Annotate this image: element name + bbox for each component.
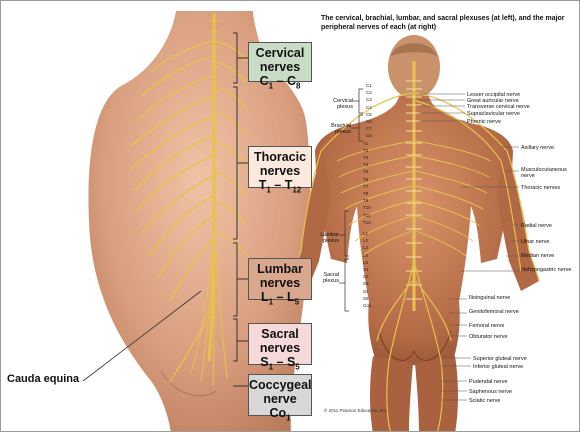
segment-label: C3	[366, 97, 372, 103]
segment-label: T2	[363, 147, 369, 153]
nerve-label: Radial nerve	[521, 223, 552, 229]
segment-label: S3	[363, 281, 369, 287]
region-coccygeal-name: Coccygeal	[249, 378, 312, 392]
nerve-label: Femoral nerve	[469, 323, 505, 329]
region-sacral-line2: nerves	[259, 341, 301, 355]
segment-label: C7	[366, 126, 372, 132]
region-coccygeal-range: Co1	[269, 406, 291, 423]
segment-label: T8	[363, 191, 369, 196]
region-thoracic-range: T1 – T12	[258, 178, 302, 195]
copyright-text: © 2011 Pearson Education, Inc.	[324, 408, 388, 413]
region-lumbar-range: L1 – L5	[260, 290, 300, 307]
plexus-label-brachial: Brachial plexus	[331, 123, 351, 135]
region-sacral-name: Sacral	[261, 327, 299, 341]
segment-label: C2	[366, 90, 372, 96]
nerve-label: Sciatic nerve	[469, 398, 501, 404]
nerve-label: Inferior gluteal nerve	[473, 364, 524, 370]
region-lumbar-line2: nerves	[259, 276, 301, 290]
nerve-label: Phrenic nerve	[467, 119, 501, 125]
nerve-label: Musculocutaneous nerve	[521, 167, 567, 179]
region-thoracic: Thoracic nerves T1 – T12	[248, 146, 312, 195]
segment-label: L3	[363, 245, 369, 251]
nerve-label: Saphenous nerve	[469, 389, 513, 395]
region-cervical-range: C1 – C8	[259, 74, 301, 91]
segment-label: T12	[363, 219, 371, 225]
segment-label: S4	[363, 288, 369, 294]
region-lumbar-name: Lumbar	[257, 262, 303, 276]
region-sacral: Sacral nerves S1 – S5	[248, 323, 312, 372]
segment-label: T4	[363, 162, 369, 168]
segment-label: C6	[366, 119, 372, 124]
nerve-label: Pudendal nerve	[469, 379, 508, 385]
segment-label: L5	[363, 259, 369, 265]
segment-label: S1	[363, 267, 369, 272]
segment-label: Co1	[363, 303, 372, 308]
region-lumbar: Lumbar nerves L1 – L5	[248, 258, 312, 307]
segment-label: T10	[363, 205, 371, 211]
region-thoracic-line2: nerves	[259, 164, 301, 178]
nerve-label: Ilioinguinal nerve	[469, 295, 511, 301]
nerve-label: Supraclavicular nerve	[467, 111, 520, 117]
segment-label: C5	[366, 111, 372, 117]
region-cervical: Cervical nerves C1 – C8	[248, 42, 312, 91]
segment-label: C1	[366, 83, 372, 88]
nerve-label: Great auricular nerve	[467, 98, 519, 104]
right-leg-left	[370, 356, 413, 431]
region-cervical-name: Cervical	[255, 46, 305, 60]
right-leg-right	[415, 356, 458, 431]
region-thoracic-name: Thoracic	[253, 150, 307, 164]
segment-label: T1	[363, 140, 369, 146]
segment-label: T11	[363, 212, 371, 218]
segment-label: C8	[366, 133, 372, 139]
segment-label: T7	[363, 183, 369, 189]
right-arm-right	[497, 151, 539, 291]
region-sacral-range: S1 – S5	[260, 355, 300, 372]
plexus-label-lumbar: Lumbar plexus	[320, 232, 339, 244]
nerve-label: Ulnar nerve	[521, 239, 550, 245]
region-coccygeal: Coccygeal nerve Co1	[248, 374, 312, 423]
nerve-label: Axillary nerve	[521, 145, 555, 151]
segment-label: L2	[363, 238, 369, 244]
nerve-label: Thoracic nerves	[521, 185, 561, 191]
plexus-label-sacral: Sacral plexus	[323, 272, 339, 284]
segment-label: T5	[363, 169, 369, 175]
figure-caption: The cervical, brachial, lumbar, and sacr…	[321, 15, 565, 31]
nerve-label: Lesser occipital nerve	[467, 92, 521, 98]
segment-label: L1	[363, 231, 369, 236]
nerve-label: Superior gluteal nerve	[473, 356, 527, 362]
segment-label: S2	[363, 274, 369, 280]
plexus-label-cervical: Cervical plexus	[333, 98, 353, 110]
segment-label: T3	[363, 155, 369, 160]
region-coccygeal-line2: nerve	[263, 392, 297, 406]
nerve-label: Obturator nerve	[469, 334, 508, 340]
cauda-equina-label: Cauda equina	[7, 373, 80, 385]
nerve-label: Median nerve	[521, 253, 555, 259]
nerve-label: Iliohypogastric nerve	[521, 267, 572, 273]
segment-label: S5	[363, 295, 369, 301]
segment-label: C4	[366, 104, 372, 110]
nerve-label: Genitofemoral nerve	[469, 309, 519, 315]
segment-label: L4	[363, 252, 369, 258]
nerve-label: Transverse cervical nerve	[467, 104, 530, 110]
segment-label: T9	[363, 198, 369, 204]
region-cervical-line2: nerves	[259, 60, 301, 74]
segment-label: T6	[363, 176, 369, 182]
